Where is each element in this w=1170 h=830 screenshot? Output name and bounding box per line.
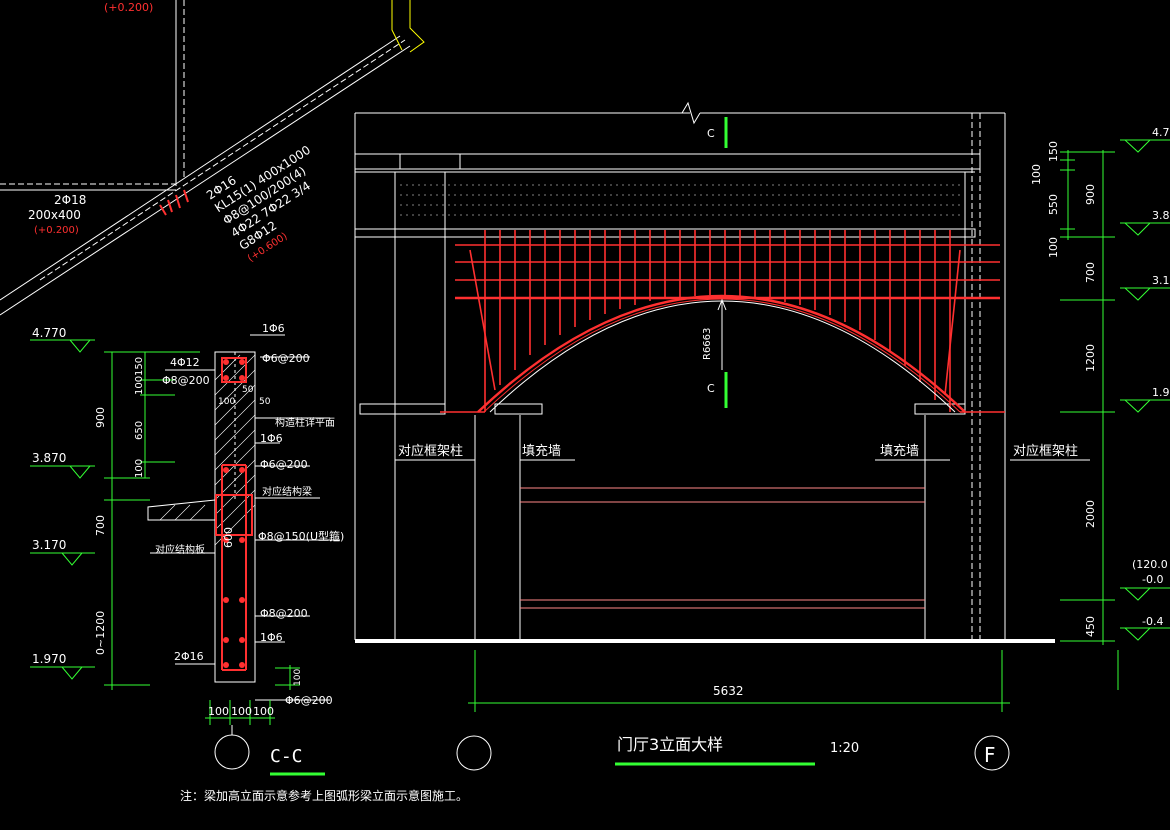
- dim-100a: 100: [134, 376, 145, 395]
- plan-left-size: 200x400: [28, 208, 81, 222]
- lbl-r6: 1Φ6: [260, 432, 283, 445]
- radius-label: R6663: [702, 328, 713, 360]
- section-mark-top: C: [707, 127, 715, 140]
- lbl-r5: 构造柱详平面: [275, 416, 335, 429]
- lbl-r2: Φ6@200: [262, 352, 310, 365]
- plan-view: [0, 0, 425, 316]
- label-left-wall: 填充墙: [522, 443, 561, 459]
- relev-1: 4.7: [1152, 126, 1170, 139]
- bottom-dim-1: 100: [208, 705, 229, 718]
- width-dim: 5632: [713, 684, 744, 698]
- label-right-col: 对应框架柱: [1013, 443, 1078, 459]
- rdim-100a: 100: [1030, 164, 1043, 185]
- lbl-r12: 1Φ6: [260, 631, 283, 644]
- elev-3870: 3.870: [32, 451, 66, 465]
- section-cc: [30, 334, 340, 776]
- small-dim-4: 100: [293, 669, 303, 686]
- rdim-2000: 2000: [1084, 500, 1097, 528]
- rdim-700: 700: [1084, 262, 1097, 283]
- lbl-r7: Φ6@200: [260, 458, 308, 471]
- rdim-150: 150: [1047, 141, 1060, 162]
- small-dim-2: 50: [242, 385, 254, 395]
- relev-6: -0.0: [1142, 573, 1163, 586]
- dim-100b: 100: [134, 459, 145, 478]
- section-note: 注：梁加高立面示意参考上图弧形梁立面示意图施工。: [180, 788, 468, 803]
- plan-left-elev: (+0.200): [34, 225, 79, 236]
- lbl-r11: Φ8@200: [260, 607, 308, 620]
- elev-3170: 3.170: [32, 538, 66, 552]
- lbl-r8: 对应结构梁: [262, 485, 312, 498]
- bottom-dim-2: 100: [231, 705, 252, 718]
- elevation-view: [354, 101, 1170, 771]
- rdim-1200: 1200: [1084, 344, 1097, 372]
- small-dim-3: 50: [259, 397, 271, 407]
- dim-0-1200: 0~1200: [94, 611, 107, 655]
- dim-600: 600: [222, 527, 235, 548]
- relev-3: 3.1: [1152, 274, 1170, 287]
- plan-left-rebar: 2Φ18: [54, 193, 86, 207]
- lbl-r3: 4Φ12: [170, 356, 200, 369]
- relev-7: -0.4: [1142, 615, 1163, 628]
- rdim-550: 550: [1047, 194, 1060, 215]
- lbl-r4: Φ8@200: [162, 374, 210, 387]
- relev-2: 3.8: [1152, 209, 1170, 222]
- lbl-r9: Φ8@150(U型箍): [258, 529, 344, 543]
- rdim-450: 450: [1084, 616, 1097, 637]
- lbl-r10: 对应结构板: [155, 543, 205, 556]
- lbl-r13: 2Φ16: [174, 650, 204, 663]
- elevation-title: 门厅3立面大样: [617, 735, 723, 754]
- rdim-100b: 100: [1047, 237, 1060, 258]
- label-left-col: 对应框架柱: [398, 443, 463, 459]
- lbl-r14: Φ6@200: [285, 694, 333, 707]
- small-dim-1: 100: [218, 397, 235, 407]
- dim-700: 700: [94, 515, 107, 536]
- relev-4: 1.9: [1152, 386, 1170, 399]
- relev-5: (120.0: [1132, 558, 1168, 571]
- elev-1970: 1.970: [32, 652, 66, 666]
- elevation-scale: 1:20: [830, 741, 859, 756]
- beam-annotation: 2Φ16 KL15(1) 400x1000 Φ8@100/200(4) 4Φ22…: [204, 143, 313, 265]
- rdim-900: 900: [1084, 184, 1097, 205]
- elev-4770: 4.770: [32, 326, 66, 340]
- dim-650: 650: [134, 421, 145, 440]
- section-mark-bottom: C: [707, 382, 715, 395]
- lbl-r1: 1Φ6: [262, 322, 285, 335]
- dim-900: 900: [94, 407, 107, 428]
- grid-f: F: [984, 743, 996, 767]
- label-right-wall: 填充墙: [880, 443, 919, 459]
- plan-top-elev: (+0.200): [104, 1, 153, 14]
- section-title: C-C: [270, 746, 303, 767]
- bottom-dim-3: 100: [253, 705, 274, 718]
- dim-150: 150: [134, 357, 145, 376]
- rebar-grid: [440, 230, 1005, 413]
